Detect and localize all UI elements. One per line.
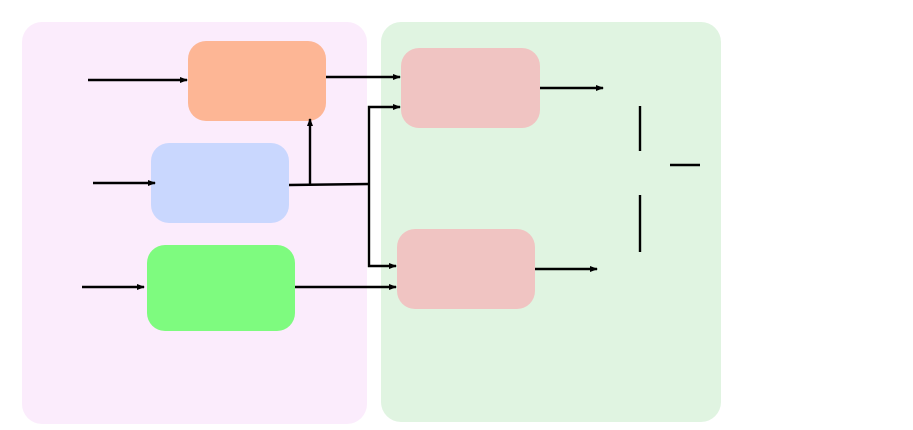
bottom-block xyxy=(147,245,295,331)
middle-block xyxy=(151,143,289,223)
line-middle-out xyxy=(288,182,370,187)
arrow-middle-to-right-upper xyxy=(367,104,401,184)
right-lower-block xyxy=(397,229,535,309)
right-upper-block xyxy=(401,48,540,128)
top-block xyxy=(188,41,326,121)
arrow-middle-to-right-lower xyxy=(367,184,397,269)
